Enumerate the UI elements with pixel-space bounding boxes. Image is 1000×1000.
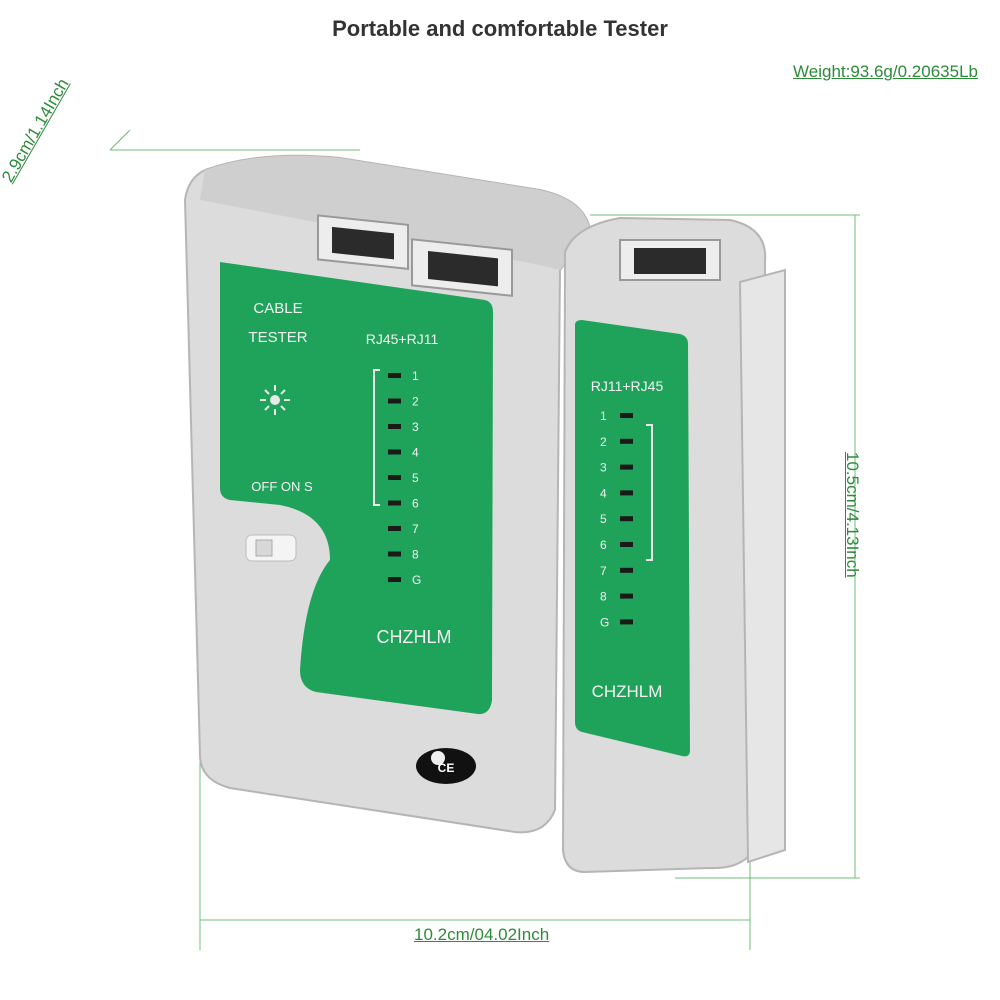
ce-mark: CE	[438, 761, 455, 775]
height-dimension: 10.5cm/4.13Inch	[842, 452, 862, 578]
main-led-2	[388, 398, 401, 404]
main-led-label-6: 6	[412, 497, 419, 511]
remote-led-label-2: 2	[600, 435, 607, 449]
main-led-5	[388, 475, 401, 480]
power-switch	[245, 534, 297, 562]
power-indicator-icon	[260, 385, 290, 415]
remote-green-panel	[575, 320, 690, 757]
remote-brand-label: CHZHLM	[592, 682, 663, 701]
main-tester-unit	[183, 154, 592, 834]
remote-led-column: 1 2 3 4 5 6 7 8G	[600, 409, 633, 629]
height-imperial: 4.13Inch	[843, 512, 862, 578]
remote-led-label-3: 3	[600, 461, 607, 475]
main-led-8	[388, 551, 401, 557]
page-title: Portable and comfortable Tester	[332, 16, 668, 41]
remote-led-2	[620, 438, 633, 444]
remote-led-label-4: 4	[600, 486, 607, 500]
width-separator: /	[469, 925, 475, 944]
main-led-label-5: 5	[412, 471, 419, 485]
main-switch-label: OFF ON S	[251, 479, 313, 494]
remote-port	[619, 239, 721, 281]
weight-grams: Weight:93.6g	[793, 62, 893, 81]
main-led-G	[388, 577, 401, 582]
remote-led-7	[620, 567, 633, 573]
main-led-label-3: 3	[412, 420, 419, 434]
weight-separator: /	[892, 62, 898, 81]
remote-led-label-8: 8	[600, 590, 607, 604]
remote-led-8	[620, 593, 633, 599]
main-cable-label: CABLE	[253, 300, 302, 317]
rj11-port-main	[411, 238, 513, 297]
main-led-7	[388, 526, 401, 531]
main-led-label-7: 7	[412, 522, 419, 536]
remote-led-6	[620, 542, 633, 547]
main-led-label-1: 1	[412, 369, 419, 383]
main-led-3	[388, 424, 401, 429]
main-led-1	[388, 373, 401, 378]
remote-led-3	[620, 464, 633, 470]
remote-tester-unit	[561, 216, 786, 874]
remote-led-label-7: 7	[600, 564, 607, 578]
main-led-label-2: 2	[412, 395, 419, 409]
remote-led-label-1: 1	[600, 409, 607, 423]
width-metric: 10.2cm	[414, 925, 470, 944]
remote-led-label-G: G	[600, 615, 609, 629]
main-brand-label: CHZHLM	[377, 627, 452, 647]
main-port-label: RJ45+RJ11	[366, 331, 439, 347]
ce-badge	[416, 748, 476, 784]
main-led-column: 1 2 3 4 5 6 7 8G	[388, 369, 421, 587]
remote-led-1	[620, 413, 633, 418]
weight-pounds: 0.20635Lb	[897, 62, 978, 81]
rj45-port-main	[317, 214, 409, 270]
main-led-label-8: 8	[412, 548, 419, 562]
remote-led-4	[620, 490, 633, 496]
remote-port-label: RJ11+RJ45	[591, 378, 664, 394]
width-imperial: 04.02Inch	[474, 925, 550, 944]
remote-led-G	[620, 619, 633, 625]
dimension-lines	[109, 129, 860, 950]
height-metric: 10.5cm	[843, 452, 862, 508]
main-tester-label: TESTER	[248, 329, 307, 346]
remote-led-label-6: 6	[600, 538, 607, 552]
main-green-panel	[220, 262, 493, 715]
remote-led-label-5: 5	[600, 512, 607, 526]
main-led-label-G: G	[412, 573, 421, 587]
main-led-6	[388, 500, 401, 506]
main-led-label-4: 4	[412, 446, 419, 460]
remote-led-5	[620, 516, 633, 522]
weight-label: Weight:93.6g/0.20635Lb	[793, 62, 978, 82]
width-dimension: 10.2cm/04.02Inch	[414, 925, 549, 945]
main-led-4	[388, 449, 401, 455]
